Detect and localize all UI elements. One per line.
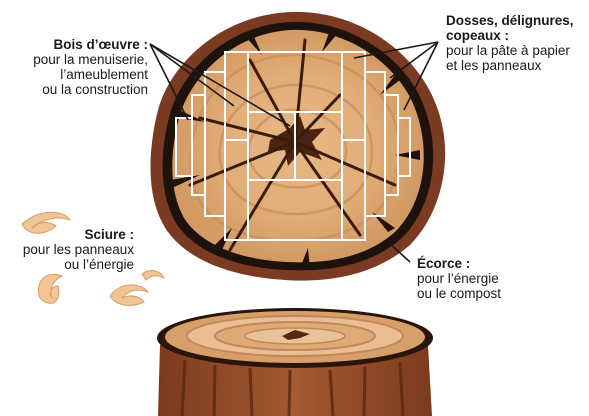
- tree-stump: [157, 308, 433, 416]
- label-slabs: Dosses, délignures, copeaux : pour la pâ…: [446, 13, 587, 73]
- label-lumber-line-3: ou la construction: [18, 82, 148, 97]
- label-lumber-line-1: pour la menuiserie,: [18, 52, 148, 67]
- label-lumber-line-2: l’ameublement: [18, 67, 148, 82]
- label-bark-line-2: ou le compost: [417, 286, 547, 301]
- label-lumber-title: Bois d’œuvre :: [18, 37, 148, 52]
- log-cross-section: [150, 12, 445, 281]
- label-slabs-line-2: et les panneaux: [446, 58, 587, 73]
- label-slabs-line-1: pour la pâte à papier: [446, 43, 587, 58]
- label-bark-line-1: pour l’énergie: [417, 271, 547, 286]
- label-sawdust: Sciure : pour les panneaux ou l’énergie: [2, 227, 134, 272]
- label-sawdust-title: Sciure :: [2, 227, 134, 242]
- label-bark-title: Écorce :: [417, 256, 547, 271]
- label-bark: Écorce : pour l’énergie ou le compost: [417, 256, 547, 301]
- label-lumber: Bois d’œuvre : pour la menuiserie, l’ame…: [18, 37, 148, 97]
- label-slabs-title-1: Dosses, délignures,: [446, 13, 587, 28]
- label-sawdust-line-1: pour les panneaux: [2, 242, 134, 257]
- label-sawdust-line-2: ou l’énergie: [2, 257, 134, 272]
- label-slabs-title-2: copeaux :: [446, 28, 587, 43]
